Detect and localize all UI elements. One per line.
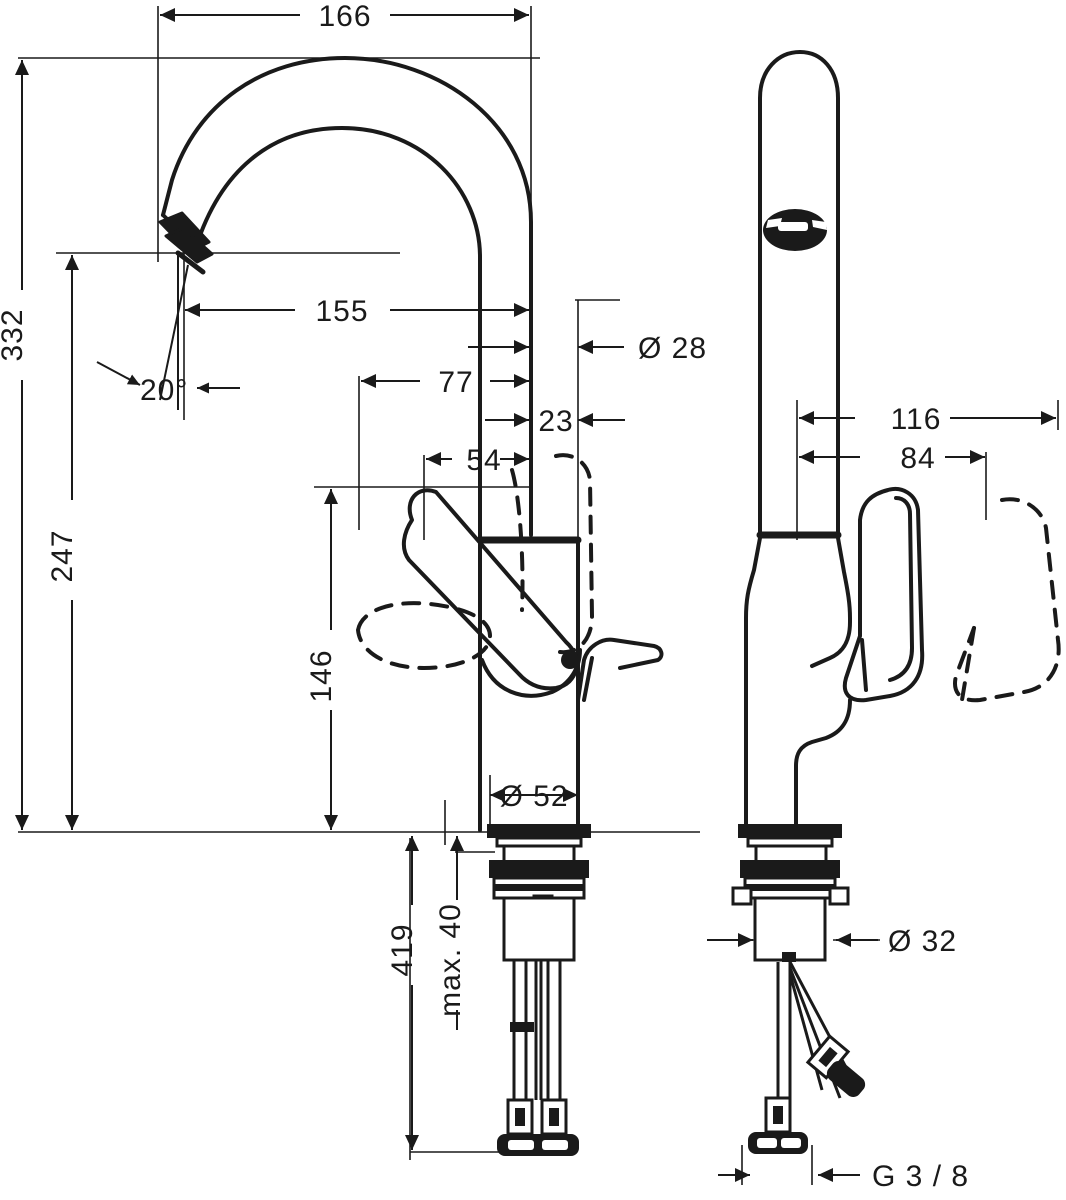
dimension-label-155: 155 <box>315 295 368 328</box>
front-connector-hole <box>773 1106 783 1124</box>
front-mount-washer <box>740 860 840 878</box>
lever-handle <box>401 488 579 691</box>
dimension-label-166: 166 <box>318 0 371 33</box>
mount-nut-band <box>494 884 584 891</box>
dimension-label-332: 332 <box>0 308 29 361</box>
front-mount-neck <box>754 844 828 864</box>
front-mount-nut-band <box>745 884 835 891</box>
base-escutcheon <box>487 824 591 838</box>
handle-pivot-arc <box>480 648 582 698</box>
front-clip-right <box>828 886 850 906</box>
front-connector-diag-hole <box>818 1046 838 1068</box>
side-lever-arm <box>576 637 664 702</box>
end-fitting-slot-right <box>542 1140 568 1150</box>
front-lever-dashed <box>953 497 1061 703</box>
handle-pivot-dot <box>561 651 579 669</box>
end-fitting-slot-left <box>508 1140 534 1150</box>
dimension-label-116: 116 <box>891 403 942 436</box>
handle-rotated-dashed <box>554 453 594 655</box>
dimension-label-23: 23 <box>538 405 573 438</box>
front-spout-outline <box>758 50 840 537</box>
front-end-fitting-diag <box>826 1060 866 1098</box>
dimension-label-54: 54 <box>466 444 501 477</box>
spout-outer-arc <box>161 56 533 537</box>
side-view-mount <box>487 824 591 1156</box>
dimension-label-d52: Ø 52 <box>499 780 568 813</box>
dimension-label-g38: G 3 / 8 <box>872 1160 969 1193</box>
dimension-label-20deg: 20° <box>140 374 188 407</box>
dimension-line-angle20 <box>96 252 240 410</box>
front-lever-dashed-2 <box>960 626 976 702</box>
front-shank-body <box>753 896 827 962</box>
front-shank-notch <box>782 952 796 962</box>
connector-left-hole <box>515 1108 525 1126</box>
front-end-fitting <box>748 1132 808 1154</box>
side-view-faucet <box>158 56 664 832</box>
front-view-mount <box>731 824 866 1154</box>
front-aerator <box>763 209 827 251</box>
dimension-label-d32: Ø 32 <box>888 925 957 958</box>
front-base-escutcheon <box>738 824 842 838</box>
front-lever <box>842 487 925 703</box>
aerator-outlet <box>158 211 214 275</box>
mount-washer <box>489 860 589 878</box>
handle-swivel-dashed <box>356 601 492 670</box>
dimension-label-419: 419 <box>386 923 419 976</box>
spout-inner-arc <box>194 126 482 542</box>
dimension-label-77: 77 <box>438 366 473 399</box>
front-end-slot-right <box>781 1138 801 1148</box>
dimension-label-max40: max. 40 <box>434 903 467 1017</box>
dimension-label-84: 84 <box>900 442 935 475</box>
dimension-label-146: 146 <box>305 649 338 702</box>
front-end-slot-left <box>757 1138 777 1148</box>
mount-neck <box>502 844 576 864</box>
dimension-label-247: 247 <box>46 529 79 582</box>
end-fitting <box>497 1134 579 1156</box>
front-lever-inner <box>888 496 914 682</box>
front-lever-base <box>860 638 868 692</box>
connector-right-hole <box>549 1108 559 1126</box>
front-view-faucet <box>744 50 1061 832</box>
front-clip-left <box>731 886 753 906</box>
dimension-label-d28: Ø 28 <box>638 332 707 365</box>
side-lever-arm-2 <box>582 656 594 702</box>
handle-rotated-dashed-2 <box>510 468 525 612</box>
front-body-right <box>810 536 852 668</box>
hose-clip <box>510 1022 534 1032</box>
front-body-left <box>744 536 762 832</box>
extension-lines <box>18 6 1059 1185</box>
front-body-right-lower <box>794 698 852 832</box>
shank-body <box>502 896 576 962</box>
